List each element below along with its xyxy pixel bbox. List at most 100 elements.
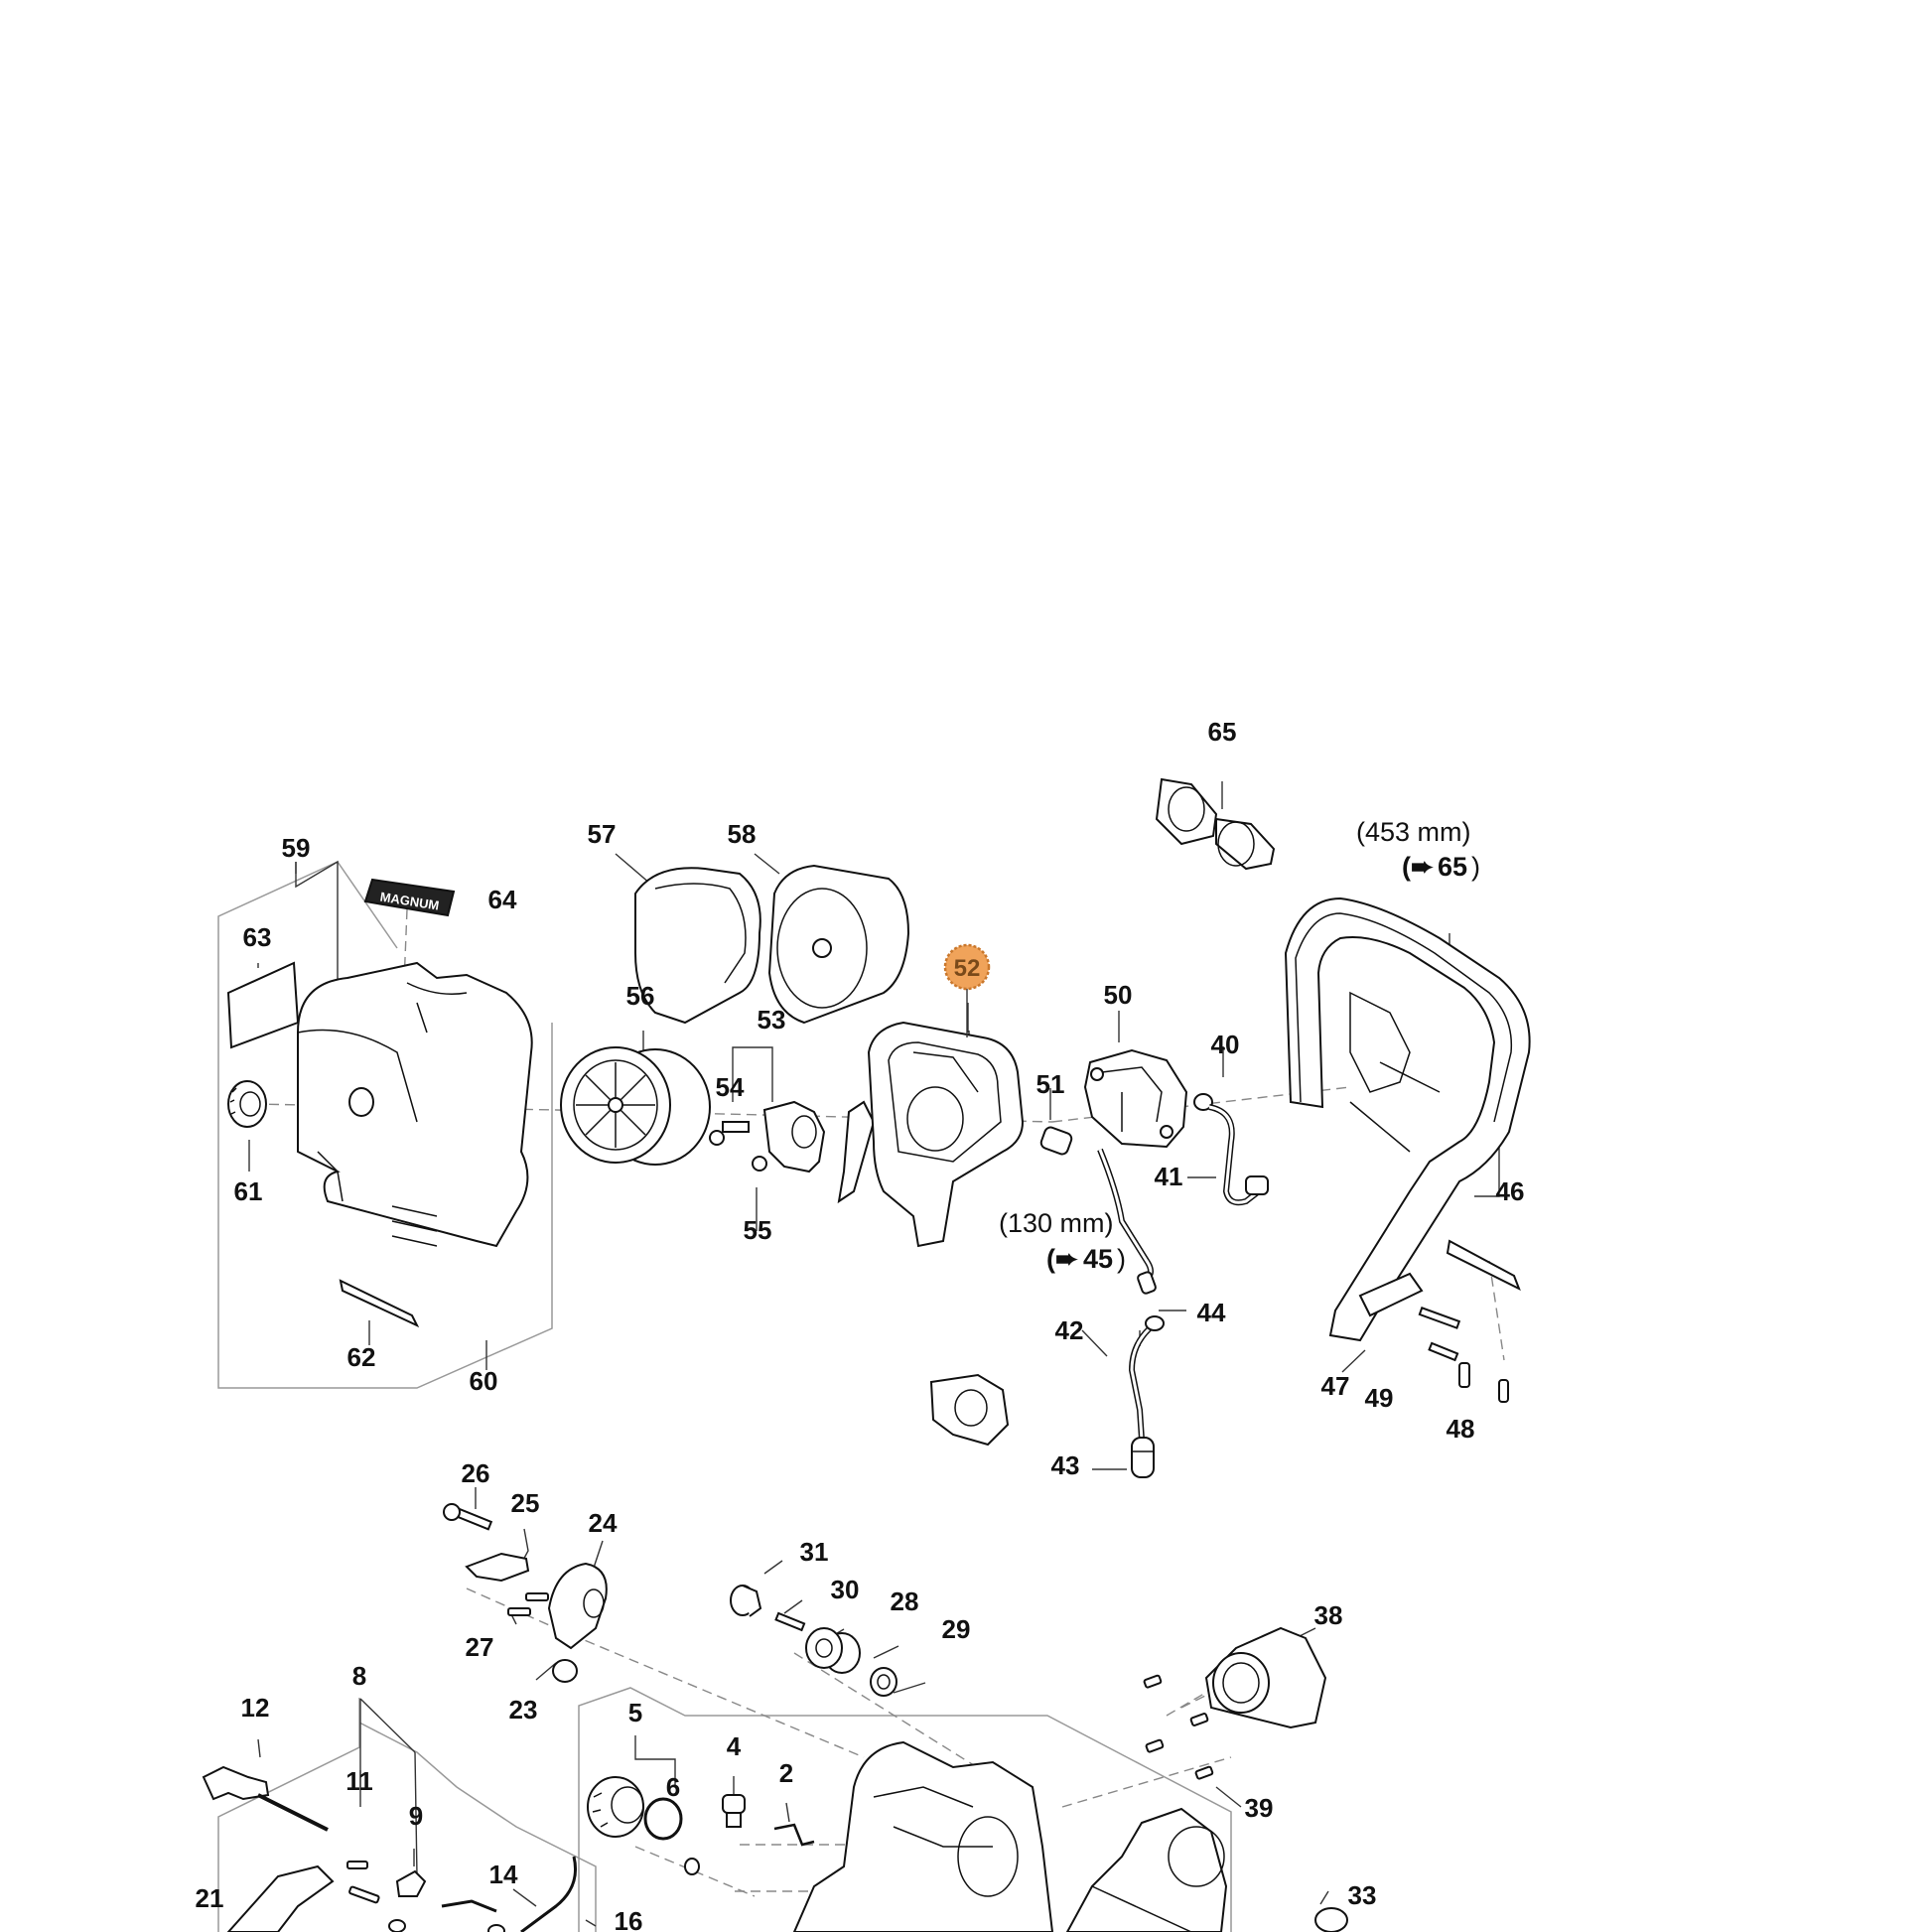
part-44-fitting [1137,1271,1157,1295]
label-53[interactable]: 53 [758,1005,786,1035]
handle-length-note: (453 mm) (➨ 65 ) [1356,817,1480,882]
part-65-grips [1155,777,1276,871]
part-number-labels: 65 57 58 59 64 63 56 50 53 40 51 54 41 6… [196,717,1525,1932]
label-64[interactable]: 64 [488,885,517,914]
callout-52-text[interactable]: 52 [954,955,981,982]
label-65[interactable]: 65 [1208,717,1237,747]
label-43[interactable]: 43 [1051,1450,1080,1480]
part-62-strip [339,1279,420,1328]
handle-length-text: (453 mm) [1356,817,1471,847]
part-24-bumper [547,1562,608,1650]
label-58[interactable]: 58 [728,819,757,849]
label-44[interactable]: 44 [1197,1298,1226,1327]
callout-52-highlighted[interactable]: 52 [943,943,991,1037]
part-46-front-handle [1284,897,1531,1342]
part-25-bracket [465,1552,530,1583]
label-57[interactable]: 57 [588,819,617,849]
part-4-plug [722,1794,746,1828]
part-63-decal [226,961,300,1049]
label-21[interactable]: 21 [196,1883,224,1913]
part-56-filter [560,1046,711,1166]
part-14-rod [441,1899,497,1913]
part-57-prefilter [634,867,761,1025]
handle-ref-close: ) [1471,852,1480,882]
label-25[interactable]: 25 [511,1488,540,1518]
part-64-magnum-decal: MAGNUM [363,878,456,917]
label-59[interactable]: 59 [282,833,311,863]
label-31[interactable]: 31 [800,1537,829,1567]
label-5[interactable]: 5 [628,1698,642,1727]
cover-group-frame [217,861,553,1389]
part-28-damper [805,1627,861,1674]
handle-ref-num: 65 [1438,852,1467,882]
label-6[interactable]: 6 [666,1772,680,1802]
label-4[interactable]: 4 [727,1731,742,1761]
part-51-gasket [1039,1126,1073,1156]
part-50-carburetor [1083,1048,1188,1149]
label-61[interactable]: 61 [234,1176,263,1206]
part-60-top-cover [297,961,533,1248]
label-33[interactable]: 33 [1348,1880,1377,1910]
label-54[interactable]: 54 [716,1072,745,1102]
part-29-washer [870,1667,897,1697]
part-26-screw [443,1503,493,1531]
label-14[interactable]: 14 [489,1860,518,1889]
label-49[interactable]: 49 [1365,1383,1394,1413]
label-2[interactable]: 2 [779,1758,793,1788]
label-47[interactable]: 47 [1321,1371,1350,1401]
hose-ref-arrow: (➨ [1046,1244,1078,1274]
highlight-badge[interactable] [943,943,991,991]
hose-length-note: (130 mm) (➨ 45 ) [999,1208,1126,1274]
hose-ref-close: ) [1117,1244,1126,1274]
label-27[interactable]: 27 [466,1632,494,1662]
part-11-pin [346,1861,380,1904]
label-42[interactable]: 42 [1055,1315,1084,1345]
part-30-screw [774,1611,806,1632]
part-39-screws [1143,1674,1214,1780]
part-2-spring [773,1823,815,1847]
hose-length-text: (130 mm) [999,1208,1114,1238]
part-16-wire [388,1856,577,1932]
label-8[interactable]: 8 [352,1661,366,1691]
part-42-fuel-line [1128,1315,1165,1441]
part-47-bracket [1358,1239,1521,1317]
label-16[interactable]: 16 [615,1906,643,1932]
part-12-lever [202,1765,329,1832]
label-12[interactable]: 12 [241,1693,270,1723]
label-56[interactable]: 56 [626,981,655,1011]
part-9-clip [395,1869,427,1897]
label-41[interactable]: 41 [1155,1162,1183,1191]
label-46[interactable]: 46 [1496,1176,1525,1206]
label-39[interactable]: 39 [1245,1793,1274,1823]
part-crankcase [792,1740,1228,1932]
part-21-handle [226,1864,335,1932]
label-40[interactable]: 40 [1211,1030,1240,1059]
label-60[interactable]: 60 [470,1366,498,1396]
label-38[interactable]: 38 [1314,1600,1343,1630]
label-51[interactable]: 51 [1036,1069,1065,1099]
hose-ref-num: 45 [1083,1244,1113,1274]
label-30[interactable]: 30 [831,1575,860,1604]
part-61-knob [227,1080,267,1128]
label-9[interactable]: 9 [409,1801,423,1831]
part-40-nipple [1193,1093,1213,1111]
label-28[interactable]: 28 [891,1587,919,1616]
label-26[interactable]: 26 [462,1458,490,1488]
handle-ref-arrow: (➨ [1402,852,1434,882]
label-50[interactable]: 50 [1104,980,1133,1010]
part-intake-boot [929,1373,1010,1447]
label-48[interactable]: 48 [1447,1414,1475,1444]
label-62[interactable]: 62 [347,1342,376,1372]
label-24[interactable]: 24 [589,1508,618,1538]
label-23[interactable]: 23 [509,1695,538,1725]
part-31-cap [730,1585,762,1617]
label-55[interactable]: 55 [744,1215,772,1245]
label-11[interactable]: 11 [345,1766,373,1796]
part-52-filter-holder [867,1021,1025,1248]
label-63[interactable]: 63 [243,922,272,952]
label-29[interactable]: 29 [942,1614,971,1644]
part-49-screws [1418,1307,1470,1388]
part-58-filter [767,864,910,1025]
part-33-washer [1314,1907,1348,1932]
